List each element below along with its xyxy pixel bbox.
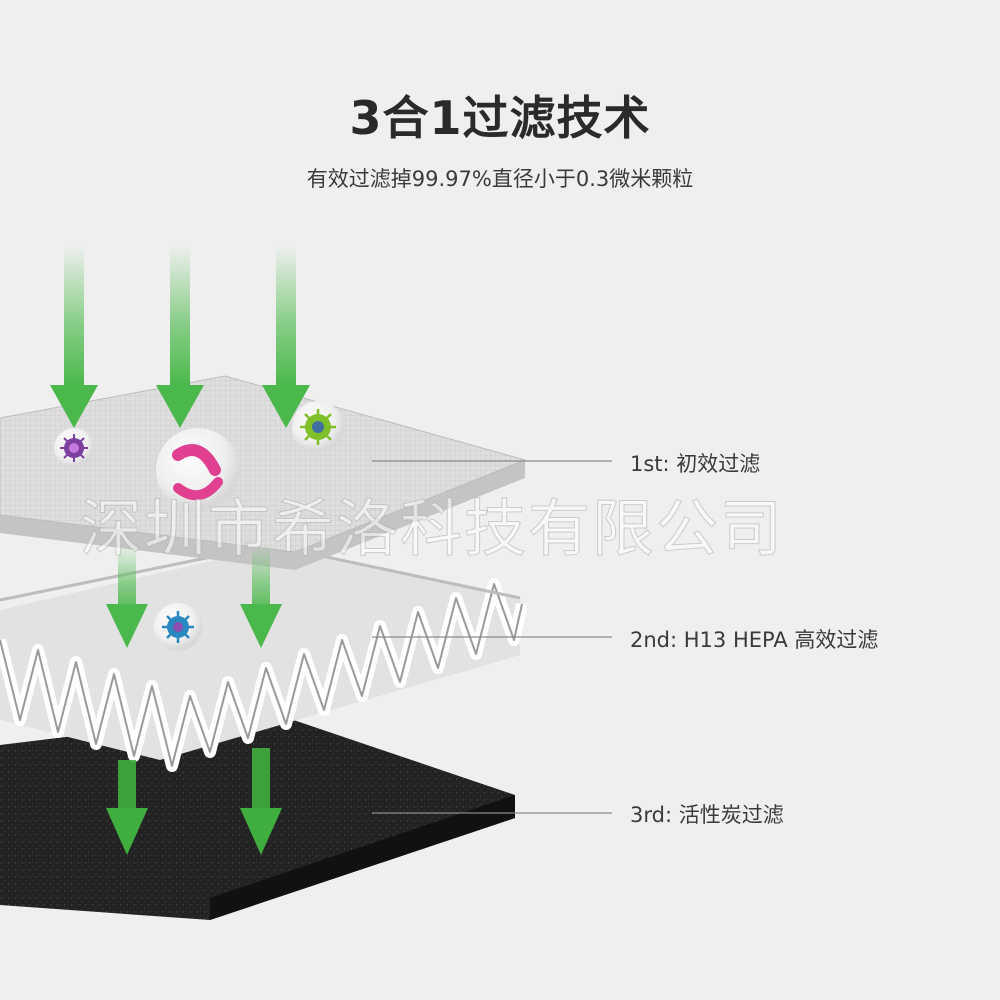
company-watermark: 深圳市希洛科技有限公司 (79, 492, 785, 566)
layer-label-2nd: 2nd: H13 HEPA 高效过滤 (630, 628, 879, 652)
layer-label-3rd: 3rd: 活性炭过滤 (630, 803, 784, 827)
page-subtitle: 有效过滤掉99.97%直径小于0.3微米颗粒 (306, 167, 694, 191)
virus-purple-icon (54, 428, 94, 468)
arrow-down-icon (240, 545, 282, 648)
arrow-down-icon (106, 760, 148, 855)
arrow-down-icon (240, 748, 282, 855)
layer-label-1st: 1st: 初效过滤 (630, 452, 761, 476)
virus-blue-icon (154, 603, 202, 651)
airflow-arrows (50, 245, 310, 855)
arrow-down-icon (262, 245, 310, 428)
arrow-down-icon (50, 245, 98, 428)
arrow-down-icon (156, 245, 204, 428)
bacteria-pink-icon (156, 428, 240, 512)
page-title: 3合1过滤技术 (349, 91, 651, 145)
arrow-down-icon (106, 545, 148, 648)
virus-green-icon (292, 401, 344, 453)
